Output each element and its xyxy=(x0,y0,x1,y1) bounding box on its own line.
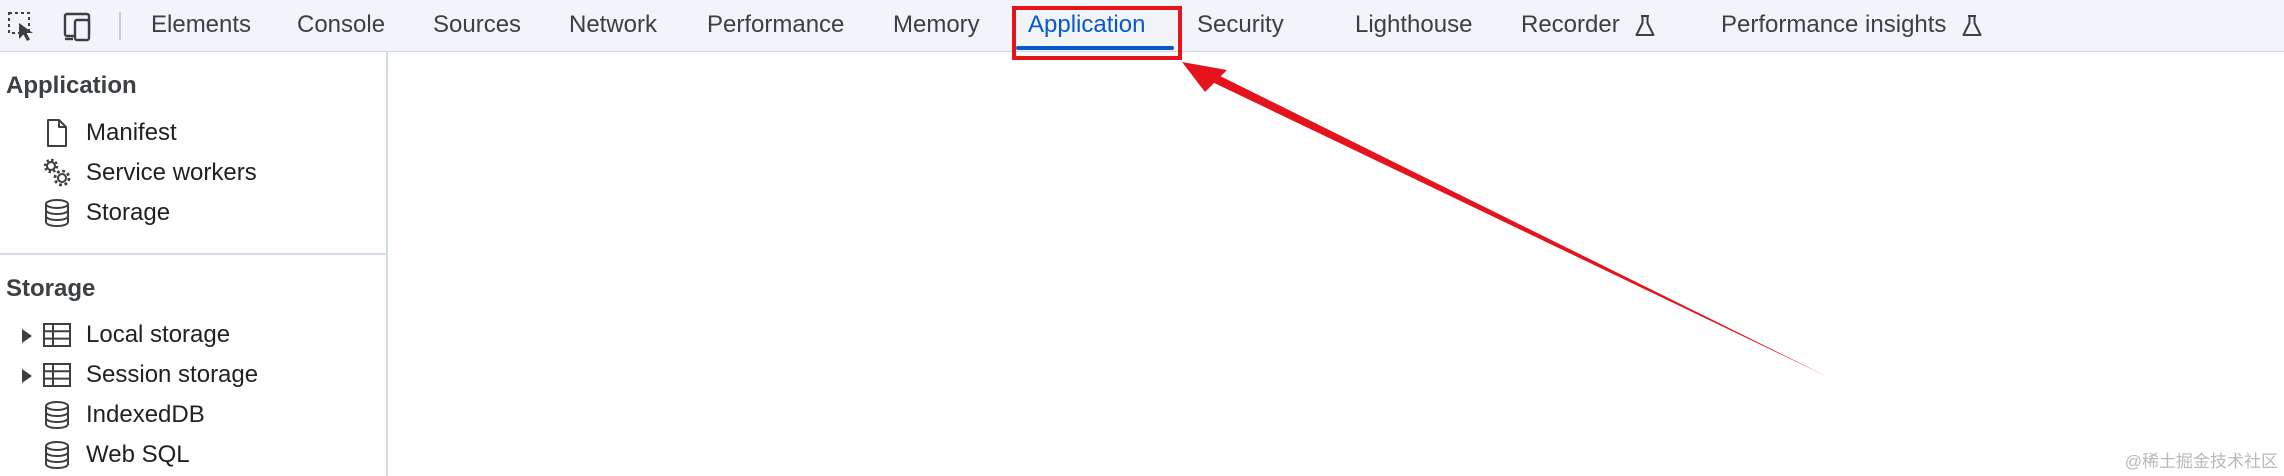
element-picker-icon[interactable] xyxy=(4,8,40,44)
sidebar-item-label: Session storage xyxy=(86,361,259,388)
tab-security[interactable]: Security xyxy=(1197,11,1284,38)
tab-console[interactable]: Console xyxy=(297,11,386,38)
main-content-pane xyxy=(388,52,2284,476)
sidebar-item-storage-overview[interactable]: Storage xyxy=(0,195,386,231)
database-icon xyxy=(45,401,69,430)
tab-memory[interactable]: Memory xyxy=(893,11,980,38)
tab-performance-insights[interactable]: Performance insights xyxy=(1721,0,1983,52)
table-icon xyxy=(43,363,71,387)
document-icon xyxy=(47,119,67,147)
experimental-flask-icon xyxy=(1635,14,1655,36)
expand-arrow-icon[interactable] xyxy=(22,329,32,343)
database-icon xyxy=(45,199,69,228)
section-divider xyxy=(0,253,386,255)
experimental-flask-icon xyxy=(1962,14,1982,36)
tab-application[interactable]: Application xyxy=(1028,11,1146,38)
sidebar-item-indexeddb[interactable]: IndexedDB xyxy=(0,397,386,433)
section-title-application: Application xyxy=(6,72,137,99)
sidebar-item-label: Storage xyxy=(86,199,171,226)
sidebar-item-local-storage[interactable]: Local storage xyxy=(0,317,386,353)
sidebar-item-service-workers[interactable]: Service workers xyxy=(0,155,386,191)
tab-lighthouse[interactable]: Lighthouse xyxy=(1355,11,1473,38)
database-icon xyxy=(45,441,69,470)
device-toolbar-icon[interactable] xyxy=(60,8,96,44)
table-icon xyxy=(43,323,71,347)
sidebar-item-label: Web SQL xyxy=(86,441,190,468)
sidebar-item-label: IndexedDB xyxy=(86,401,205,428)
watermark-text: @稀土掘金技术社区 xyxy=(2124,452,2278,471)
tab-network[interactable]: Network xyxy=(569,11,658,38)
sidebar-item-web-sql[interactable]: Web SQL xyxy=(0,437,386,473)
sidebar-item-label: Local storage xyxy=(86,321,231,348)
sidebar-item-session-storage[interactable]: Session storage xyxy=(0,357,386,393)
section-title-storage: Storage xyxy=(6,275,96,302)
tab-sources[interactable]: Sources xyxy=(433,11,522,38)
application-sidebar: Application Manifest Service workers xyxy=(0,52,388,476)
sidebar-item-manifest[interactable]: Manifest xyxy=(0,115,386,151)
active-tab-indicator xyxy=(1016,46,1174,50)
gears-icon xyxy=(43,158,71,187)
tab-performance[interactable]: Performance xyxy=(707,11,845,38)
tab-elements[interactable]: Elements xyxy=(151,11,252,38)
sidebar-item-label: Service workers xyxy=(86,159,257,186)
toolbar-divider xyxy=(119,12,121,40)
devtools-toolbar: Elements Console Sources Network Perform… xyxy=(0,0,2284,52)
sidebar-item-label: Manifest xyxy=(86,119,177,146)
tab-recorder[interactable]: Recorder xyxy=(1521,0,1656,52)
expand-arrow-icon[interactable] xyxy=(22,369,32,383)
